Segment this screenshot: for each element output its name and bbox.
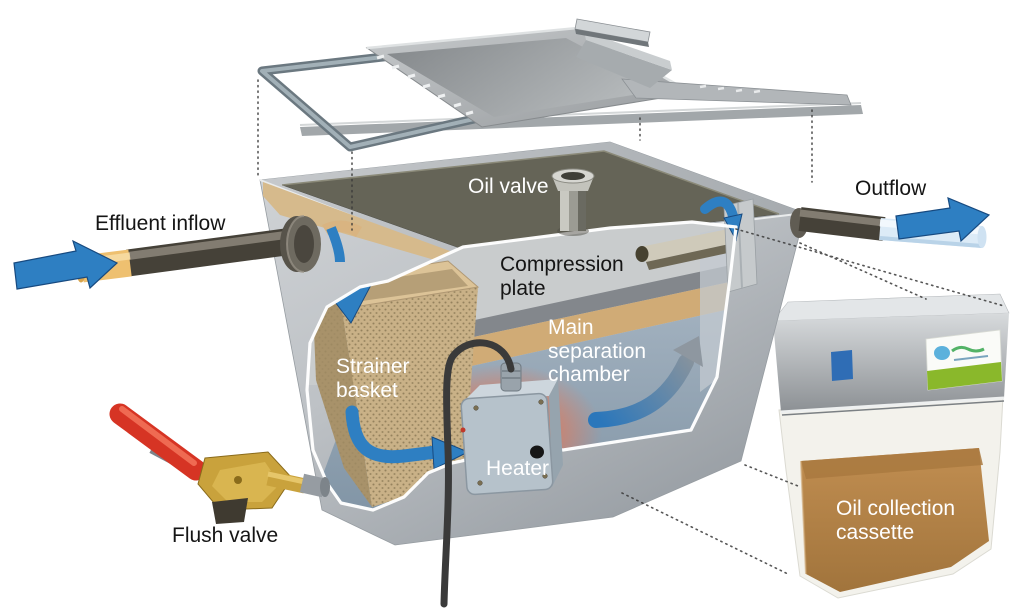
label-effluent-inflow: Effluent inflow	[95, 212, 226, 235]
collected-oil	[801, 448, 989, 592]
label-strainer-basket: Strainer basket	[336, 355, 410, 402]
oil-cassette-bin	[778, 395, 1004, 599]
brand-logo-icon	[925, 329, 1003, 391]
flow-arrow-swoosh-icon	[588, 336, 703, 428]
projection-lines	[257, 79, 1005, 576]
label-flush-valve: Flush valve	[172, 524, 279, 547]
tank-cutaway-outline	[305, 220, 738, 512]
label-heater: Heater	[486, 457, 550, 480]
oil-valve-pipe	[551, 168, 595, 236]
label-oil-valve: Oil valve	[468, 175, 549, 198]
heater-cable	[440, 339, 515, 608]
label-compression-plate: Compression plate	[500, 253, 624, 300]
inflow-arrow-icon	[13, 239, 119, 290]
flush-valve-handle	[109, 403, 207, 481]
separator-tank	[259, 141, 806, 608]
oil-film-band	[263, 182, 458, 263]
outflow-arrow-icon	[895, 197, 991, 243]
label-oil-collection-cassette: Oil collection cassette	[836, 497, 956, 544]
skimmer-bar	[635, 229, 736, 270]
cassette-blue-label	[831, 350, 853, 381]
lid-assembly	[257, 18, 863, 152]
oil-cassette-lid	[772, 293, 1010, 416]
heater-box	[460, 362, 563, 496]
inflow-flange	[280, 215, 321, 273]
oil-cassette	[772, 293, 1010, 599]
lid-cover	[574, 18, 672, 88]
label-main-separation-chamber: Main separation chamber	[548, 316, 647, 387]
label-outflow: Outflow	[855, 177, 927, 200]
flush-valve-graphic	[109, 403, 330, 524]
hinge-ticks	[376, 54, 474, 116]
